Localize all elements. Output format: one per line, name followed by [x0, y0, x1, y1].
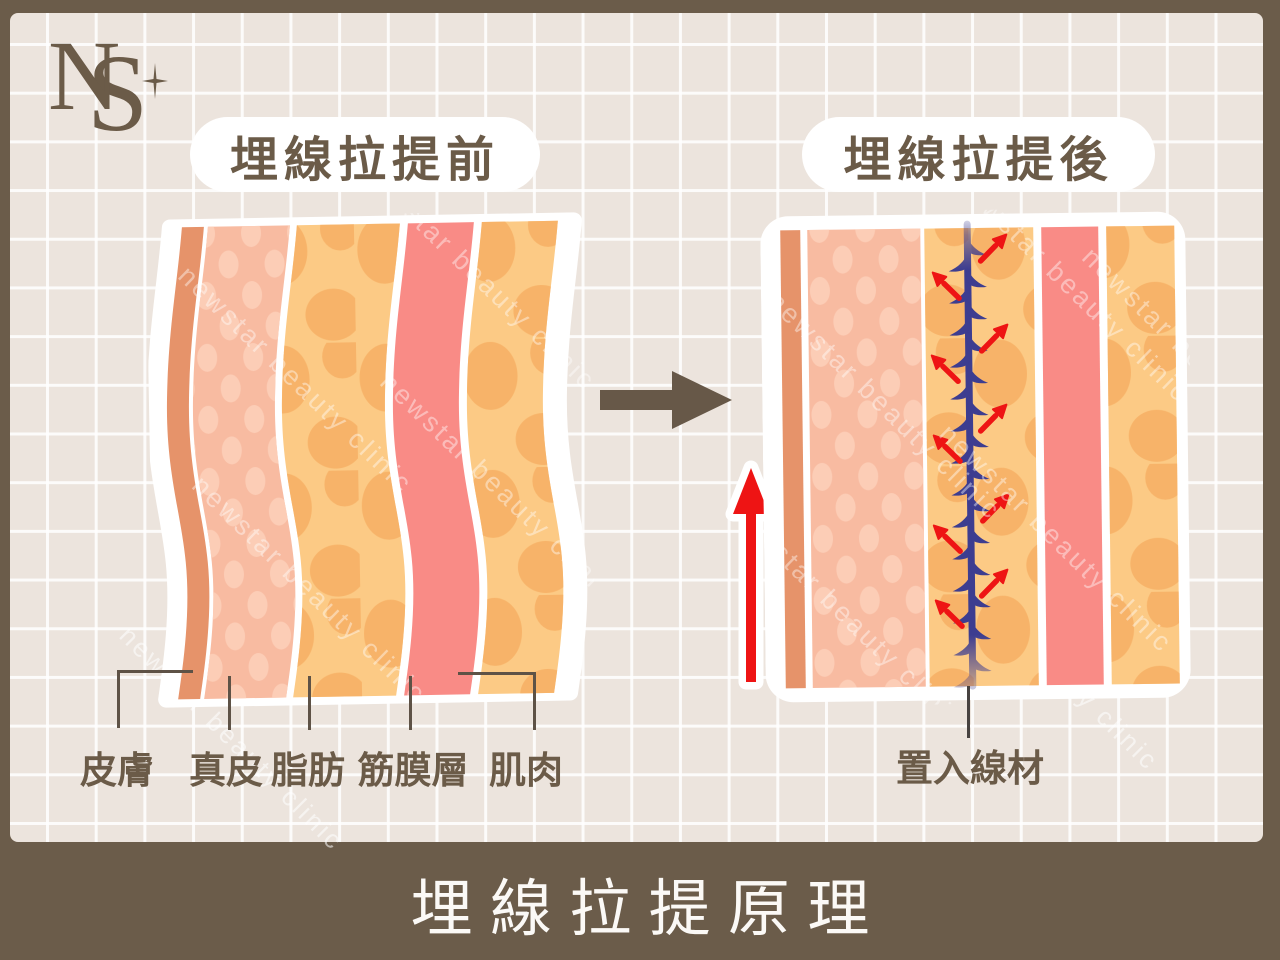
layer-fascia	[1041, 226, 1104, 686]
footer-title: 埋線拉提原理	[410, 876, 887, 944]
barbed-thread	[948, 220, 992, 690]
label-fascia: 筋膜層	[357, 750, 469, 791]
label-muscle: 肌肉	[489, 750, 563, 791]
before-skin-layers-diagram: newstar beauty clinic newstar beauty cli…	[146, 210, 596, 709]
after-title-pill: 埋線拉提後	[802, 117, 1155, 192]
label-dermis: 真皮	[189, 750, 263, 791]
before-title-pill: 埋線拉提前	[190, 117, 540, 192]
leader-line-fat	[308, 676, 311, 730]
leader-line-thread	[967, 686, 970, 738]
leader-line-dermis	[228, 676, 231, 730]
leader-line-fascia	[409, 676, 412, 730]
layer-dermis-dots	[807, 228, 926, 689]
leader-line-muscle	[533, 672, 536, 730]
after-skin-layers-diagram: newstar beauty clinic newstar beauty cli…	[760, 207, 1194, 706]
leader-line-skin	[117, 670, 120, 728]
layer-muscle-blobs	[1106, 225, 1180, 685]
after-title-text: 埋線拉提後	[843, 133, 1114, 187]
right-arrow-icon	[600, 371, 732, 429]
logo-letter-s: S	[87, 32, 149, 154]
before-title-text: 埋線拉提前	[229, 133, 500, 187]
leader-line-skin	[117, 670, 193, 673]
label-skin: 皮膚	[80, 750, 154, 791]
label-thread: 置入線材	[896, 748, 1044, 789]
layer-skin	[780, 230, 806, 689]
leader-line-muscle	[458, 672, 536, 675]
label-fat: 脂肪	[271, 750, 345, 791]
layer-skin	[166, 226, 210, 700]
layer-fascia	[392, 222, 480, 696]
logo-plus-icon	[142, 63, 168, 99]
layer-fat-blobs	[924, 227, 1039, 687]
logo-letter-n: N	[48, 20, 121, 131]
